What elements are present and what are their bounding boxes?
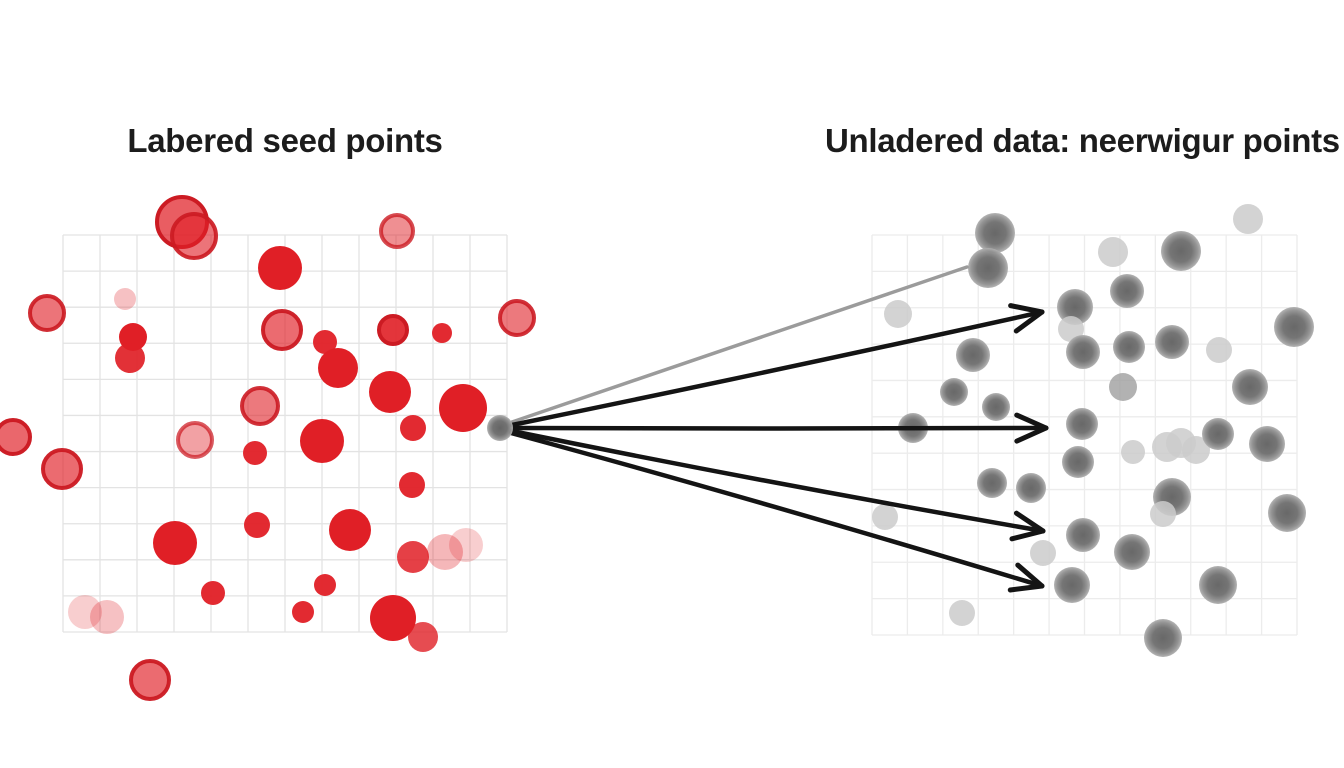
labeled-red-dot <box>41 448 83 490</box>
labeled-red-dot <box>201 581 225 605</box>
unlabeled-gray-dot <box>1155 325 1189 359</box>
unlabeled-gray-dot <box>1182 436 1210 464</box>
unlabeled-gray-dot <box>884 300 912 328</box>
labeled-red-dot <box>68 595 102 629</box>
unlabeled-gray-dot <box>1030 540 1056 566</box>
labeled-red-dot <box>170 212 218 260</box>
labeled-red-dot <box>28 294 66 332</box>
unlabeled-gray-dot <box>1202 418 1234 450</box>
labeled-red-dot <box>313 330 337 354</box>
labeled-red-dot <box>439 384 487 432</box>
labeled-red-dot <box>432 323 452 343</box>
labeled-red-dot <box>379 213 415 249</box>
left-panel-title: Labered seed points <box>127 122 443 159</box>
unlabeled-gray-dot <box>1066 518 1100 552</box>
right-panel-title: Unladered data: neerwigur points <box>825 122 1340 159</box>
unlabeled-gray-dot <box>1233 204 1263 234</box>
propagation-arrow-shaft <box>509 309 1045 428</box>
labeled-red-dot <box>397 541 429 573</box>
labeled-red-dot <box>498 299 536 337</box>
unlabeled-gray-dot <box>1113 331 1145 363</box>
labeled-red-dot <box>400 415 426 441</box>
unlabeled-gray-dot <box>1054 567 1090 603</box>
unlabeled-gray-dot <box>956 338 990 372</box>
unlabeled-gray-dot <box>1274 307 1314 347</box>
arrowhead <box>1013 510 1046 534</box>
unlabeled-gray-dot <box>1199 566 1237 604</box>
arrowhead <box>1014 412 1049 431</box>
unlabeled-gray-dot <box>1232 369 1268 405</box>
labeled-red-dot <box>377 314 409 346</box>
unlabeled-gray-dot <box>1109 373 1137 401</box>
unlabeled-gray-dot <box>1062 446 1094 478</box>
labeled-red-dot <box>318 348 358 388</box>
unlabeled-gray-dot <box>1144 619 1182 657</box>
labeled-red-dot <box>370 595 416 641</box>
unlabeled-dots-group <box>872 204 1314 657</box>
labeled-red-dot <box>369 371 411 413</box>
arrowhead <box>1008 303 1045 315</box>
unlabeled-gray-dot <box>1066 335 1100 369</box>
unlabeled-gray-dot <box>1066 408 1098 440</box>
unlabeled-gray-dot <box>1016 473 1046 503</box>
unlabeled-gray-dot <box>1110 274 1144 308</box>
unlabeled-gray-dot <box>982 393 1010 421</box>
unlabeled-gray-dot <box>1098 237 1128 267</box>
labeled-red-dot <box>449 528 483 562</box>
propagation-arrow-shaft <box>511 425 1049 431</box>
arrowhead <box>1007 583 1045 593</box>
labeled-red-dot <box>0 418 32 456</box>
propagation-arrow-shaft <box>508 430 1045 589</box>
labeled-red-dot <box>292 601 314 623</box>
unlabeled-gray-dot <box>1057 289 1093 325</box>
unlabeled-gray-dot <box>1161 231 1201 271</box>
unlabeled-gray-dot <box>975 213 1015 253</box>
unlabeled-gray-dot <box>1058 316 1084 342</box>
unlabeled-gray-dot <box>1268 494 1306 532</box>
labeled-red-dot <box>399 472 425 498</box>
labeled-red-dot <box>176 421 214 459</box>
unlabeled-gray-dot <box>1150 501 1176 527</box>
labeled-red-dot <box>408 622 438 652</box>
seed-point-dot <box>487 415 513 441</box>
unlabeled-gray-dot <box>977 468 1007 498</box>
labeled-red-dot <box>261 309 303 351</box>
arrowhead <box>1015 562 1045 589</box>
labeled-red-dot <box>427 534 463 570</box>
labeled-red-dot <box>114 288 136 310</box>
labeled-red-dot <box>244 512 270 538</box>
propagation-line <box>510 265 969 424</box>
labeled-red-dot <box>243 441 267 465</box>
unlabeled-gray-dot <box>968 248 1008 288</box>
labeled-seed-dots-group <box>0 195 536 701</box>
unlabeled-gray-dot <box>1114 534 1150 570</box>
labeled-red-dot <box>314 574 336 596</box>
labeled-red-dot <box>90 600 124 634</box>
propagation-arrow-shaft <box>509 428 1046 534</box>
arrowhead <box>1013 309 1045 334</box>
propagation-arrows-group <box>508 265 1049 593</box>
labeled-red-dot <box>129 659 171 701</box>
unlabeled-gray-dot <box>949 600 975 626</box>
labeled-red-dot <box>153 521 197 565</box>
labeled-red-dot <box>115 343 145 373</box>
unlabeled-gray-dot <box>872 504 898 530</box>
unlabeled-gray-dot <box>1121 440 1145 464</box>
arrowhead <box>1014 425 1049 444</box>
seed-point-group <box>487 415 513 441</box>
unlabeled-gray-dot <box>940 378 968 406</box>
labeled-red-dot <box>258 246 302 290</box>
arrowhead <box>1009 528 1046 542</box>
labeled-red-dot <box>329 509 371 551</box>
labeled-red-dot <box>300 419 344 463</box>
labeled-red-dot <box>240 386 280 426</box>
unlabeled-gray-dot <box>1249 426 1285 462</box>
unlabeled-gray-dot <box>1206 337 1232 363</box>
